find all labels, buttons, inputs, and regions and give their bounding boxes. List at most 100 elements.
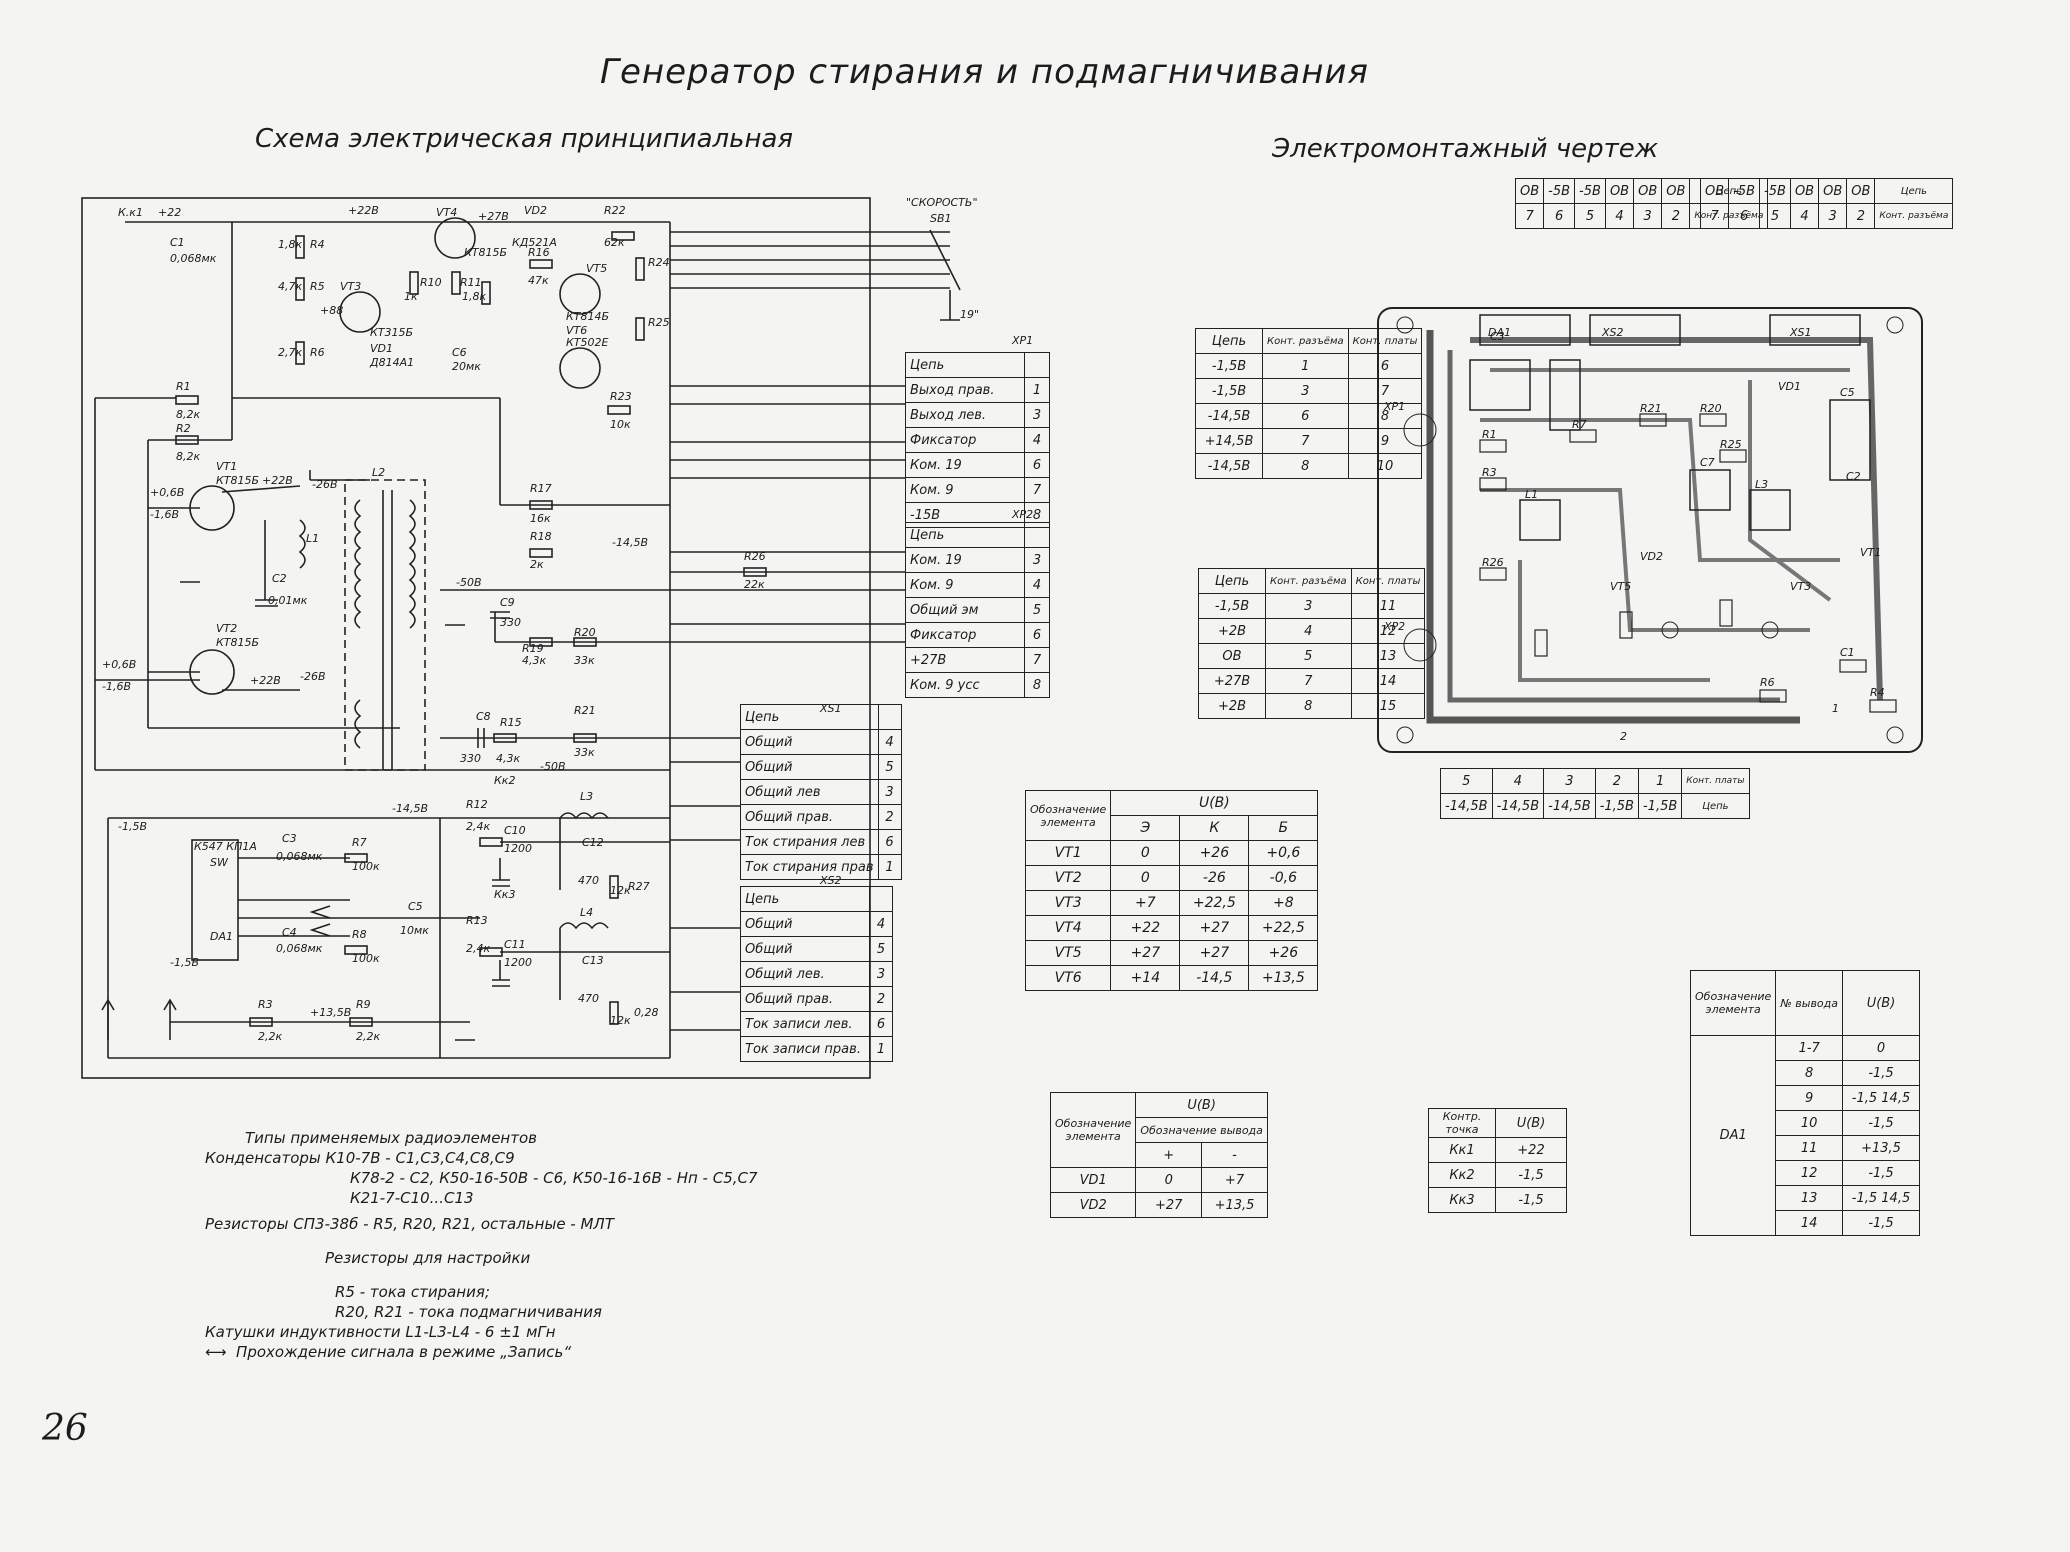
svg-text:VT5: VT5 xyxy=(1610,580,1631,593)
svg-text:SW: SW xyxy=(210,856,229,869)
svg-text:1200: 1200 xyxy=(504,956,532,969)
svg-text:VT3: VT3 xyxy=(1790,580,1811,593)
svg-text:33к: 33к xyxy=(574,654,595,667)
svg-text:+22В: +22В xyxy=(262,474,293,487)
svg-text:-1,5В: -1,5В xyxy=(118,820,147,833)
xs1-row-label: Общий лев xyxy=(740,779,879,805)
notes-line: R20, R21 - тока подмагничивания xyxy=(335,1303,602,1321)
svg-text:VD1: VD1 xyxy=(1778,380,1801,393)
svg-text:2,7к: 2,7к xyxy=(278,346,302,359)
svg-text:C6: C6 xyxy=(452,346,467,359)
xs2-row-label: Ток записи лев. xyxy=(740,1011,870,1037)
page-number: 26 xyxy=(42,1408,88,1449)
xp1-row-label: Ком. 19 xyxy=(905,452,1025,478)
svg-text:R13: R13 xyxy=(466,914,488,927)
svg-text:VD1: VD1 xyxy=(370,342,393,355)
svg-text:+88: +88 xyxy=(320,304,343,317)
svg-text:33к: 33к xyxy=(574,746,595,759)
notes-line: Резисторы для настройки xyxy=(325,1249,531,1267)
svg-text:R3: R3 xyxy=(258,998,273,1011)
svg-text:C5: C5 xyxy=(1840,386,1855,399)
svg-text:C9: C9 xyxy=(500,596,515,609)
xp1-row-label: Фиксатор xyxy=(905,427,1025,453)
svg-text:-1,5В: -1,5В xyxy=(170,956,199,969)
svg-text:470: 470 xyxy=(578,874,599,887)
xs1-row-label: Ток стирания лев xyxy=(740,829,879,855)
notes-line: Конденсаторы К10-7В - С1,С3,С4,С8,С9 xyxy=(205,1149,515,1167)
svg-text:470: 470 xyxy=(578,992,599,1005)
svg-text:R6: R6 xyxy=(1760,676,1775,689)
schematic-title: Схема электрическая принципиальная xyxy=(255,124,794,154)
svg-text:VT3: VT3 xyxy=(340,280,361,293)
svg-text:R9: R9 xyxy=(356,998,371,1011)
svg-text:C13: C13 xyxy=(582,954,604,967)
svg-text:R1: R1 xyxy=(176,380,191,393)
svg-text:R26: R26 xyxy=(1482,556,1504,569)
svg-text:12к: 12к xyxy=(610,884,631,897)
svg-text:0,068мк: 0,068мк xyxy=(276,942,323,955)
svg-text:Кк3: Кк3 xyxy=(494,888,515,901)
svg-text:+22В: +22В xyxy=(250,674,281,687)
svg-text:R16: R16 xyxy=(528,246,550,259)
signal-path-arrow-icon: ⟷ xyxy=(205,1343,237,1361)
xs2-row-label: Общий xyxy=(740,936,870,962)
svg-text:R15: R15 xyxy=(500,716,522,729)
svg-text:L1: L1 xyxy=(1525,488,1538,501)
svg-text:XS2: XS2 xyxy=(1601,326,1624,339)
xs1-row-label: Общий xyxy=(740,754,879,780)
svg-text:Д814А1: Д814А1 xyxy=(369,356,414,369)
xp2-row-label: +27В xyxy=(905,647,1025,673)
svg-text:C10: C10 xyxy=(504,824,526,837)
svg-text:R7: R7 xyxy=(1572,418,1587,431)
svg-text:-1,6В: -1,6В xyxy=(102,680,131,693)
svg-text:2,2к: 2,2к xyxy=(356,1030,380,1043)
svg-text:R22: R22 xyxy=(604,204,626,217)
svg-text:100к: 100к xyxy=(352,952,380,965)
svg-text:VT5: VT5 xyxy=(586,262,607,275)
xs2-row-label: Общий xyxy=(740,911,870,937)
svg-text:"СКОРОСТЬ": "СКОРОСТЬ" xyxy=(906,196,978,209)
svg-text:VD2: VD2 xyxy=(1640,550,1663,563)
svg-text:4,3к: 4,3к xyxy=(522,654,546,667)
svg-text:0,01мк: 0,01мк xyxy=(268,594,308,607)
svg-text:R18: R18 xyxy=(530,530,552,543)
svg-text:330: 330 xyxy=(500,616,521,629)
svg-text:-1,6В: -1,6В xyxy=(150,508,179,521)
svg-text:КТ814Б: КТ814Б xyxy=(566,310,609,323)
notes-line: К78-2 - С2, К50-16-50В - С6, К50-16-16В … xyxy=(350,1169,758,1187)
svg-text:DA1: DA1 xyxy=(1488,326,1511,339)
svg-text:R24: R24 xyxy=(648,256,670,269)
svg-text:R4: R4 xyxy=(310,238,325,251)
svg-text:+0,6В: +0,6В xyxy=(102,658,136,671)
svg-text:1: 1 xyxy=(1832,702,1839,715)
svg-text:1,8к: 1,8к xyxy=(462,290,486,303)
svg-text:R26: R26 xyxy=(744,550,766,563)
component-notes: Типы применяемых радиоэлементов Конденса… xyxy=(205,1128,758,1362)
xp1-row-label: Выход прав. xyxy=(905,377,1025,403)
svg-text:R11: R11 xyxy=(460,276,482,289)
svg-text:62к: 62к xyxy=(604,236,625,249)
svg-text:19": 19" xyxy=(960,308,979,321)
notes-line: Резисторы СП3-38б - R5, R20, R21, осталь… xyxy=(205,1215,614,1233)
xs2-row-label: Цепь xyxy=(740,886,870,912)
svg-text:КД521А: КД521А xyxy=(512,236,557,249)
xp1-row-label: Выход лев. xyxy=(905,402,1025,428)
xp2-row-label: Ком. 9 xyxy=(905,572,1025,598)
svg-text:VT1: VT1 xyxy=(1860,546,1881,559)
notes-line: Прохождение сигнала в режиме „Запись“ xyxy=(236,1343,572,1361)
svg-text:0,068мк: 0,068мк xyxy=(170,252,217,265)
svg-text:4,3к: 4,3к xyxy=(496,752,520,765)
svg-text:XP1: XP1 xyxy=(1011,334,1033,347)
svg-text:+22В: +22В xyxy=(348,204,379,217)
svg-text:К547 КП1А: К547 КП1А xyxy=(194,840,257,853)
notes-line: R5 - тока стирания; xyxy=(335,1283,490,1301)
svg-text:L3: L3 xyxy=(1755,478,1768,491)
svg-text:R2: R2 xyxy=(176,422,191,435)
svg-text:0,28: 0,28 xyxy=(634,1006,659,1019)
